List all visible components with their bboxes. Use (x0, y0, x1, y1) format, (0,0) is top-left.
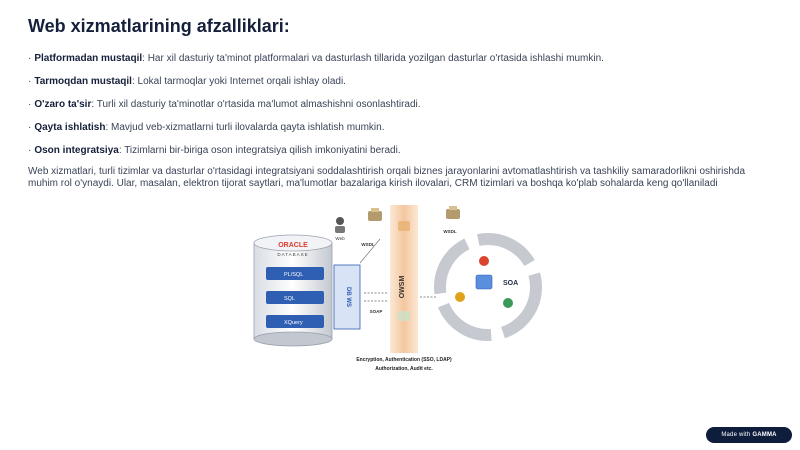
list-item: ·Tarmoqdan mustaqil: Lokal tarmoqlar yok… (28, 76, 788, 88)
bullet-text: : Lokal tarmoqlar yoki Internet orqali i… (131, 76, 346, 87)
shield-icon (398, 311, 410, 321)
slide-title: Web xizmatlarining afzalliklari: (28, 16, 290, 36)
layer-label: XQuery (284, 320, 303, 326)
db-layer-plsql: PL/SQL (266, 267, 324, 280)
dbws-box (333, 264, 361, 330)
bullet-term: Tarmoqdan mustaqil (34, 76, 132, 87)
list-item: ·Oson integratsiya: Tizimlarni bir-birig… (28, 145, 788, 157)
database-label: DATABASE (277, 252, 308, 257)
bullet-text: : Tizimlarni bir-biriga oson integratsiy… (118, 145, 401, 156)
bullet-dot: · (28, 99, 32, 110)
bullet-text: : Turli xil dasturiy ta'minotlar o'rtasi… (91, 99, 421, 110)
layer-label: SQL (284, 296, 295, 302)
bullet-dot: · (28, 76, 32, 87)
list-item: ·Qayta ishlatish: Mavjud veb-xizmatlarni… (28, 122, 788, 134)
bullet-text: : Mavjud veb-xizmatlarni turli ilovalard… (105, 122, 385, 133)
db-layer-sql: SQL (266, 291, 324, 304)
body-paragraph: Web xizmatlari, turli tizimlar va dastur… (28, 166, 746, 189)
dbws-label: DB WS (345, 287, 351, 307)
list-item: ·Platformadan mustaqil: Har xil dasturiy… (28, 53, 788, 65)
wsdl-right-icon (446, 206, 460, 219)
bullet-text: : Har xil dasturiy ta'minot platformalar… (142, 53, 604, 64)
bullet-term: Platformadan mustaqil (34, 53, 143, 64)
security-caption-line1: Encryption, Authentication (SSO, LDAP) (356, 357, 452, 363)
badge-brand: GAMMA (752, 432, 777, 438)
user-label: Web (335, 236, 345, 241)
web-services-diagram: ORACLE DATABASE PL/SQL SQL XQuery DB WS (240, 203, 560, 378)
wsdl-right-label: WSDL (443, 229, 456, 234)
wsdl-left-icon (368, 208, 382, 221)
wsm-label: OWSM (399, 276, 406, 299)
db-layer-xquery: XQuery (266, 315, 324, 328)
soa-node-icon (455, 292, 465, 302)
arrow-line (359, 238, 381, 264)
soa-cycle-ring (434, 233, 542, 341)
bullet-term: Qayta ishlatish (34, 122, 106, 133)
list-item: ·O'zaro ta'sir: Turli xil dasturiy ta'mi… (28, 99, 788, 111)
made-with-gamma-badge[interactable]: Made with GAMMA (706, 427, 792, 443)
soa-node-icon (503, 298, 513, 308)
badge-prefix: Made with (721, 432, 751, 438)
soa-hub-icon (475, 274, 493, 290)
wsdl-left-label: WSDL (361, 242, 374, 247)
layer-label: PL/SQL (284, 272, 303, 278)
bullet-dot: · (28, 122, 32, 133)
security-caption-line2: Authorization, Audit etc. (375, 366, 433, 372)
bullet-term: O'zaro ta'sir (34, 99, 92, 110)
user-icon (335, 217, 345, 233)
bullet-dot: · (28, 145, 32, 156)
soap-label: SOAP (370, 309, 383, 314)
oracle-logo: ORACLE (278, 242, 308, 249)
lock-icon (398, 221, 410, 231)
soa-node-icon (479, 256, 489, 266)
bullet-term: Oson integratsiya (34, 145, 119, 156)
benefits-list: ·Platformadan mustaqil: Har xil dasturiy… (28, 53, 788, 168)
diagram-svg: ORACLE DATABASE PL/SQL SQL XQuery DB WS (253, 205, 542, 372)
soa-label: SOA (503, 280, 518, 287)
bullet-dot: · (28, 53, 32, 64)
